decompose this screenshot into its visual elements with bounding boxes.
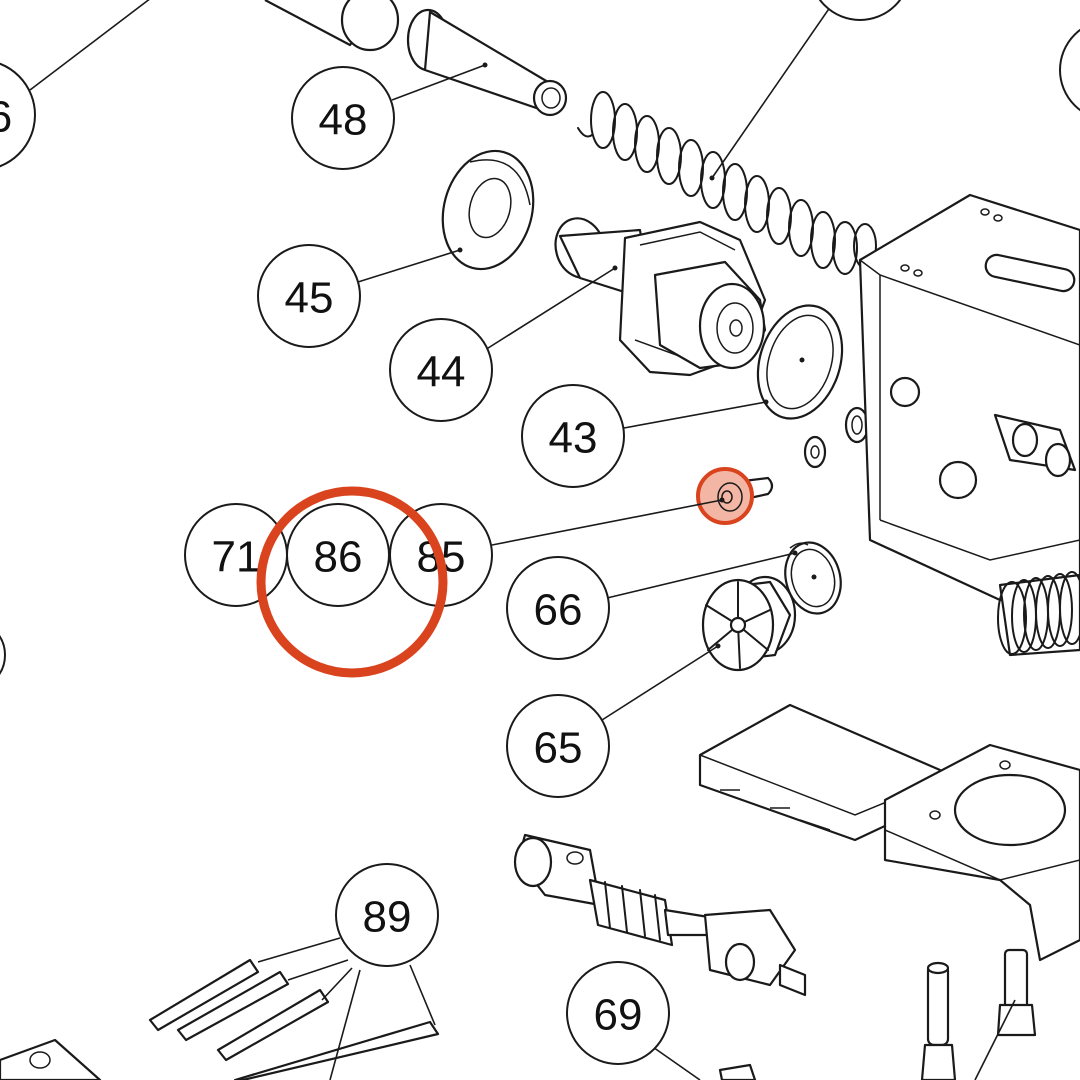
callout-top-partial	[818, 0, 902, 21]
callout-86[interactable]: 86	[286, 503, 390, 607]
callout-48[interactable]: 48	[291, 62, 488, 170]
callout-71[interactable]: 71	[184, 503, 288, 607]
part-linkage	[513, 833, 807, 997]
part-65-wheel	[701, 575, 797, 672]
callout-43[interactable]: 43	[521, 384, 769, 488]
callout-89-label: 89	[363, 893, 412, 942]
part-66-disc	[784, 541, 842, 615]
part-89-pins	[0, 958, 440, 1080]
callout-48-label: 48	[319, 96, 368, 145]
part-69-screw	[718, 1063, 757, 1080]
callout-6-label: 6	[0, 93, 12, 142]
callout-65-label: 65	[534, 724, 583, 773]
callout-86-label: 86	[314, 533, 363, 582]
callout-6[interactable]: 6	[0, 0, 155, 170]
callout-66[interactable]: 66	[506, 550, 798, 660]
callout-45[interactable]: 45	[257, 244, 463, 348]
part-small-washers	[803, 406, 870, 469]
part-43-seal	[756, 304, 844, 420]
part-spring	[577, 0, 877, 275]
part-receiver-block	[858, 193, 1080, 602]
callout-43-label: 43	[549, 414, 598, 463]
part-48-pin	[264, 0, 568, 117]
part-44-valve	[554, 217, 767, 377]
callout-right-partial	[1059, 28, 1080, 112]
part-45-washer	[441, 149, 535, 271]
part-85-pin	[696, 467, 774, 525]
callout-66-label: 66	[534, 586, 583, 635]
callout-65[interactable]: 65	[506, 643, 721, 798]
callout-89[interactable]: 89	[257, 863, 439, 1080]
callout-45-label: 45	[285, 274, 334, 323]
part-threaded-barrel	[997, 571, 1080, 657]
callout-44[interactable]: 44	[389, 265, 618, 422]
highlight-ring	[256, 486, 448, 678]
callout-left-partial	[0, 635, 6, 675]
callout-69-label: 69	[594, 991, 643, 1040]
part-frame	[698, 703, 1080, 962]
highlight-marker-small	[696, 467, 754, 525]
callout-71-label: 71	[212, 533, 261, 582]
callout-69[interactable]: 69	[566, 961, 701, 1080]
part-bottom-screws	[920, 948, 1037, 1080]
callout-44-label: 44	[417, 348, 466, 397]
